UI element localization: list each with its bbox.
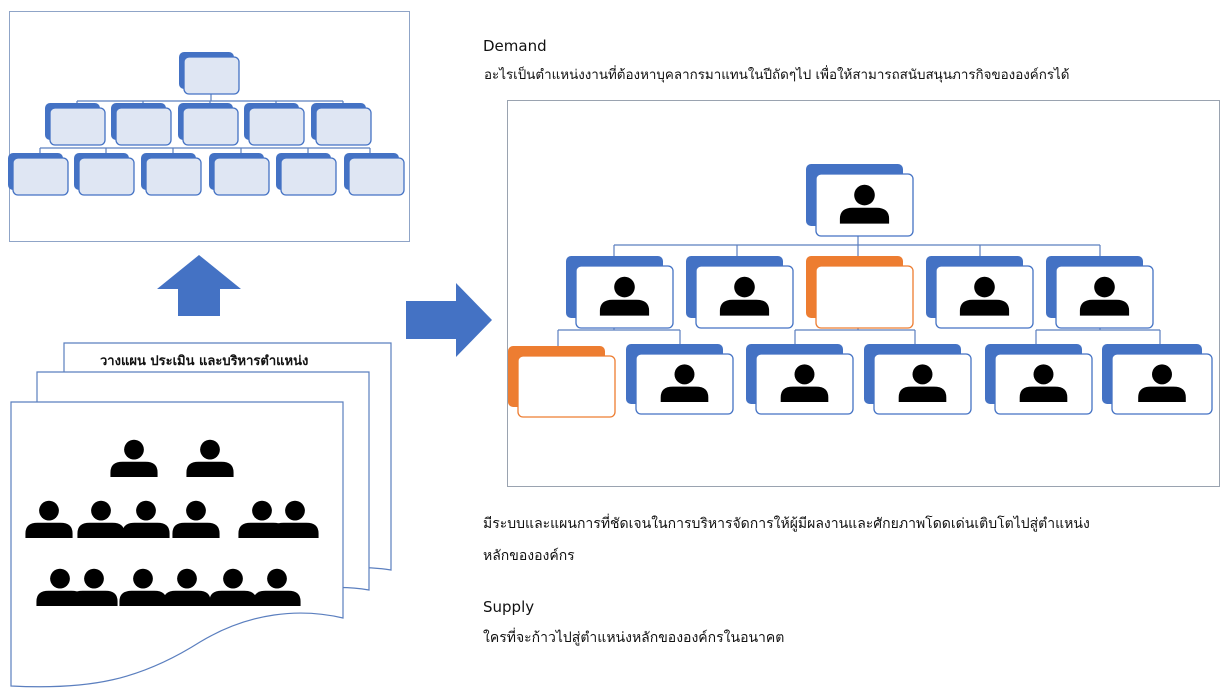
- person-icon: [719, 276, 770, 316]
- person-icon: [1138, 364, 1186, 402]
- person-icon: [122, 500, 170, 538]
- person-icon: [1079, 276, 1130, 316]
- person-icon: [898, 364, 947, 402]
- document-title: วางแผน ประเมิน และบริหารตำแหน่ง: [100, 354, 309, 369]
- big-org-mid-box-vacant: [806, 256, 914, 329]
- person-icon: [209, 568, 257, 606]
- demand-description: อะไรเป็นตำแหน่งงานที่ต้องหาบุคลากรมาแทนใ…: [484, 68, 1070, 83]
- person-icon: [163, 568, 211, 606]
- small-org-low-box: [276, 153, 337, 196]
- person-icon: [599, 276, 650, 316]
- person-icon: [1019, 364, 1068, 402]
- person-icon: [110, 439, 158, 477]
- small-org-mid-box: [311, 103, 372, 146]
- system-plan-text-line1: มีระบบและแผนการที่ชัดเจนในการบริหารจัดกา…: [483, 516, 1090, 532]
- person-icon: [25, 500, 73, 538]
- person-icon: [70, 568, 118, 606]
- person-icon: [660, 364, 709, 402]
- person-icon: [839, 184, 890, 224]
- small-org-mid-box: [178, 103, 239, 146]
- person-icon: [959, 276, 1010, 316]
- person-icon: [172, 500, 220, 538]
- small-org-low-box: [141, 153, 202, 196]
- person-icon: [780, 364, 829, 402]
- small-org-low-box: [74, 153, 135, 196]
- person-icon: [253, 568, 301, 606]
- supply-description: ใครที่จะก้าวไปสู่ตำแหน่งหลักขององค์กรในอ…: [483, 630, 785, 646]
- small-org-low-box: [209, 153, 270, 196]
- small-org-root-box: [179, 52, 240, 95]
- small-org-low-box: [344, 153, 405, 196]
- demand-heading: Demand: [483, 37, 547, 55]
- small-org-low-box: [8, 153, 69, 196]
- person-icon: [77, 500, 125, 538]
- person-icon: [186, 439, 234, 477]
- system-plan-text-line2: หลักขององค์กร: [483, 548, 575, 564]
- person-icon: [119, 568, 167, 606]
- small-org-mid-box: [244, 103, 305, 146]
- small-org-mid-box: [111, 103, 172, 146]
- person-icon: [271, 500, 319, 538]
- big-org-low-box-vacant: [508, 346, 616, 418]
- small-org-mid-box: [45, 103, 106, 146]
- supply-heading: Supply: [483, 598, 535, 616]
